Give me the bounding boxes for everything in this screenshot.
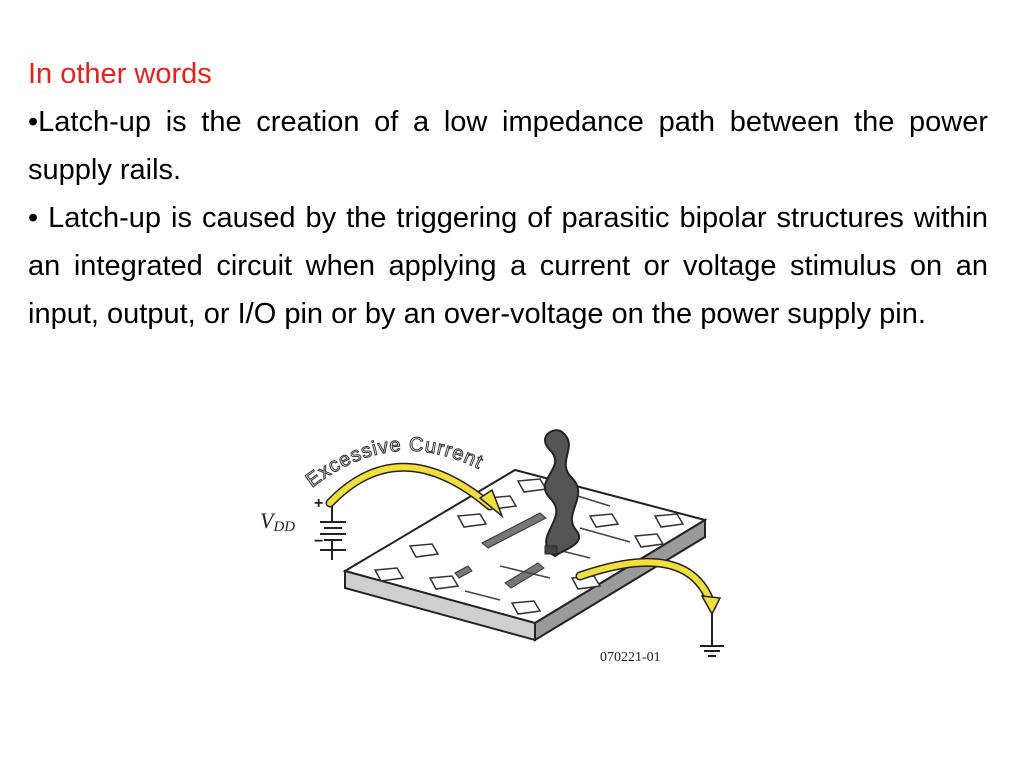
latchup-diagram: Excessive Current + − VDD 070221-01 bbox=[260, 429, 724, 665]
trace bbox=[481, 512, 547, 549]
pad bbox=[408, 543, 440, 558]
pad bbox=[516, 478, 548, 493]
figure-code: 070221-01 bbox=[600, 650, 661, 665]
bullet-1: •Latch-up is the creation of a low imped… bbox=[28, 106, 988, 186]
trace bbox=[499, 565, 551, 579]
pad bbox=[456, 513, 488, 528]
vdd-label: VDD bbox=[260, 508, 295, 535]
latchup-illustration: Excessive Current + − VDD 070221-01 bbox=[250, 418, 730, 678]
chip-side bbox=[534, 518, 706, 642]
trace bbox=[579, 527, 631, 543]
smoke-plume bbox=[543, 429, 580, 558]
trace bbox=[464, 590, 501, 601]
minus-sign: − bbox=[314, 533, 323, 550]
pad bbox=[373, 567, 405, 582]
current-arrow-head-out bbox=[700, 595, 722, 616]
vdd-sub: DD bbox=[272, 519, 295, 535]
ground-icon bbox=[700, 645, 724, 657]
slide-heading: In other words bbox=[28, 58, 212, 90]
plus-sign: + bbox=[314, 495, 323, 512]
pad bbox=[633, 533, 665, 548]
battery-icon bbox=[320, 506, 346, 560]
vdd-main: V bbox=[260, 508, 276, 533]
slide-text: In other words •Latch-up is the creation… bbox=[28, 50, 988, 338]
bullet-2: • Latch-up is caused by the triggering o… bbox=[28, 202, 988, 330]
pad bbox=[653, 513, 685, 528]
pad bbox=[428, 575, 460, 590]
current-arrow-head-in bbox=[478, 488, 504, 519]
pad bbox=[588, 513, 620, 528]
trace bbox=[504, 562, 545, 589]
burn-spot bbox=[544, 545, 558, 555]
pad bbox=[510, 600, 542, 615]
trace bbox=[454, 565, 473, 579]
